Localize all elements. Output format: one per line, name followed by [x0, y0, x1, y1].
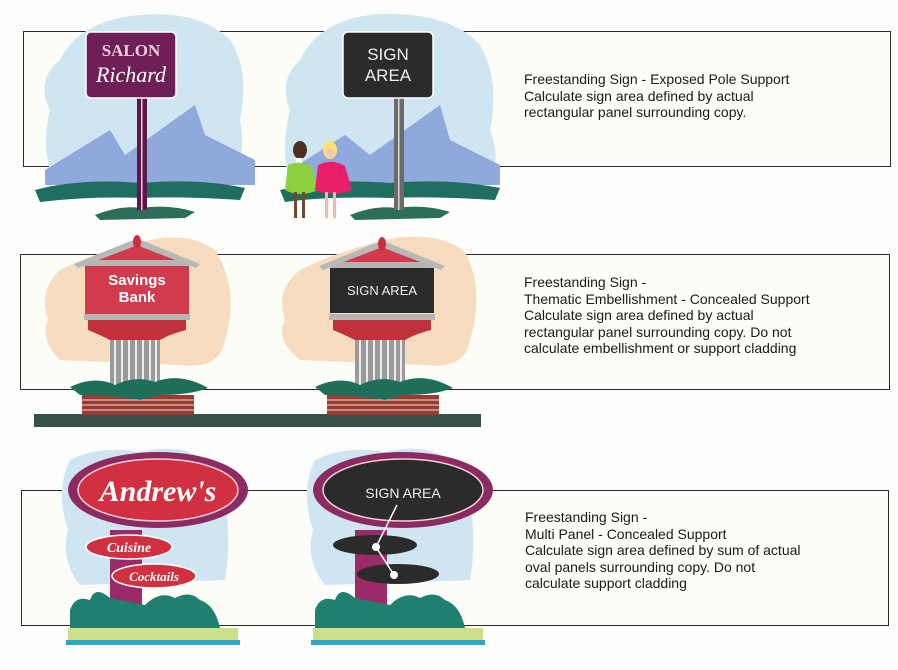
cuisine-text: Cuisine: [107, 541, 151, 556]
sign-area-panel: [342, 31, 434, 99]
shrub: [70, 378, 208, 400]
shrub: [315, 591, 465, 630]
capital-red: [333, 320, 431, 340]
grass-strip: [68, 628, 238, 640]
savings-text: Savings: [108, 272, 166, 289]
row3-description: Freestanding Sign - Multi Panel - Concea…: [525, 509, 801, 591]
andrews-panel: [77, 458, 239, 522]
ground-strip: [34, 414, 481, 427]
richard-text: Richard: [95, 62, 167, 87]
mountains: [45, 105, 255, 185]
sign-area-line1: SIGN: [367, 45, 409, 64]
bank-text: Bank: [119, 289, 156, 306]
row1-illustration-example: SALON Richard: [35, 14, 255, 220]
water-strip: [66, 640, 240, 645]
sign-area-text: SIGN AREA: [347, 283, 417, 298]
leader-dot-1: [372, 543, 380, 551]
leader-dot-2: [390, 571, 398, 579]
sign-area-line2: AREA: [365, 66, 412, 85]
savings-bank-panel: [85, 266, 189, 314]
capital-red: [88, 320, 186, 340]
base-shrub: [95, 206, 195, 220]
people-figures: [285, 141, 352, 218]
finial: [378, 237, 386, 251]
row3-illustration-sign-area: SIGN AREA: [306, 448, 493, 645]
salon-text: SALON: [102, 41, 161, 60]
finial: [133, 235, 141, 249]
sign-area-oval-3: [357, 564, 439, 584]
sign-area-text: SIGN AREA: [365, 485, 441, 501]
andrews-text: Andrew's: [98, 475, 217, 508]
cuisine-panel: [85, 534, 173, 560]
base-shrub: [350, 206, 450, 220]
row2-illustration-example: Savings Bank: [44, 235, 231, 415]
water-strip: [311, 640, 485, 645]
sign-area-panel: [330, 268, 434, 313]
row2-description: Freestanding Sign - Thematic Embellishme…: [524, 274, 810, 356]
shrub: [315, 378, 453, 400]
salon-richard-panel: [85, 31, 177, 99]
pediment: [88, 240, 186, 260]
row2-illustration-sign-area: SIGN AREA: [282, 236, 477, 415]
grass-strip: [313, 628, 483, 640]
cocktails-panel: [111, 563, 197, 589]
shrub: [70, 591, 220, 630]
row3-illustration-example: Andrew's Cuisine Cocktails: [61, 448, 248, 645]
pediment: [333, 242, 431, 262]
row1-illustration-sign-area: SIGN AREA: [280, 13, 500, 220]
row1-description: Freestanding Sign - Exposed Pole Support…: [524, 71, 790, 120]
sign-area-main-oval: [322, 458, 484, 522]
cocktails-text: Cocktails: [129, 569, 179, 584]
